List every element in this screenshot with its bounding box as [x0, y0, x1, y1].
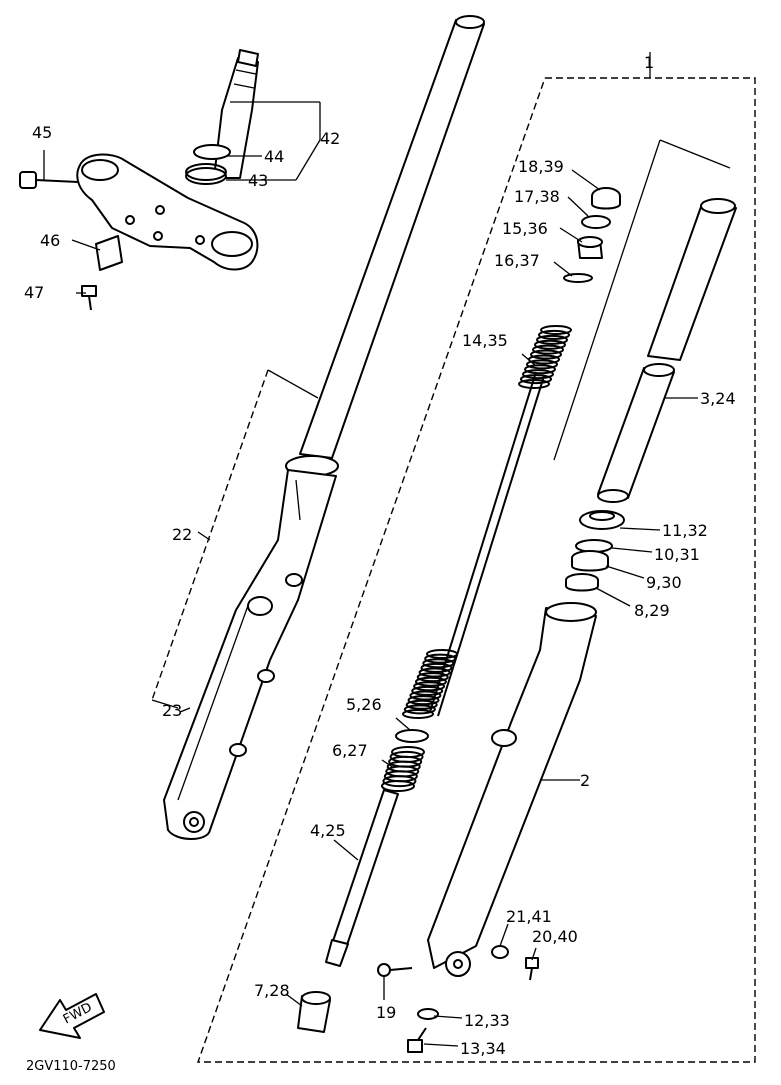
spring-coil: [536, 334, 568, 345]
spring-coil: [420, 662, 453, 673]
label-47: 47: [24, 283, 44, 302]
spring-coil: [407, 695, 440, 706]
left-fork-leg: [163, 15, 485, 840]
assembly-1-outline: [197, 52, 756, 1063]
right-fork-leg: [377, 198, 737, 1053]
label-45: 45: [32, 123, 52, 142]
spring-coil: [422, 658, 455, 669]
spring-coil: [381, 780, 415, 792]
label-10-31: 10,31: [654, 545, 700, 564]
spring-coil: [532, 344, 564, 355]
spring-coil: [426, 649, 458, 659]
fwd-direction-arrow: FWD: [39, 993, 105, 1039]
label-22: 22: [172, 525, 192, 544]
label-14-35: 14,35: [462, 331, 508, 350]
label-16-37: 16,37: [494, 251, 540, 270]
spring-coil: [540, 325, 572, 335]
spring-coil: [414, 676, 447, 687]
label-18-39: 18,39: [518, 157, 564, 176]
spring-coil: [411, 685, 444, 696]
spring-coil: [418, 667, 451, 678]
label-13-34: 13,34: [460, 1039, 506, 1058]
steering-stem-under-bracket: [19, 49, 259, 311]
label-46: 46: [40, 231, 60, 250]
spring-coil: [522, 369, 554, 380]
label-21-41: 21,41: [506, 907, 552, 926]
spring-coil: [526, 359, 558, 370]
label-5-26: 5,26: [346, 695, 382, 714]
spring-coil: [409, 690, 442, 701]
diagram-code: 2GV110-7250: [26, 1059, 116, 1074]
label-7-28: 7,28: [254, 981, 290, 1000]
label-23: 23: [162, 701, 182, 720]
label-11-32: 11,32: [662, 521, 708, 540]
label-9-30: 9,30: [646, 573, 682, 592]
label-15-36: 15,36: [502, 219, 548, 238]
leader-lines: [43, 101, 731, 1047]
part-labels: 1 2 3,24 4,25 5,26 6,27 7,28 8,29 9,30 1…: [24, 53, 736, 1074]
spring-coil: [518, 379, 550, 389]
label-2: 2: [580, 771, 590, 790]
label-17-38: 17,38: [514, 187, 560, 206]
spring-coil: [538, 329, 570, 340]
spring-coil: [524, 364, 556, 375]
assembly-22-outline: [151, 369, 319, 709]
label-42: 42: [320, 129, 340, 148]
spring-coil: [413, 681, 446, 692]
spring-coil: [534, 339, 566, 350]
label-12-33: 12,33: [464, 1011, 510, 1030]
label-44: 44: [264, 147, 284, 166]
spring-coil: [382, 775, 417, 788]
spring-coil: [402, 709, 434, 719]
label-6-27: 6,27: [332, 741, 368, 760]
label-19: 19: [376, 1003, 396, 1022]
spring-coil: [530, 349, 562, 360]
label-43: 43: [248, 171, 268, 190]
spring-coil: [403, 704, 436, 715]
label-3-24: 3,24: [700, 389, 736, 408]
label-1: 1: [644, 53, 654, 72]
spring-coil: [416, 672, 449, 683]
spring-coil: [424, 653, 457, 664]
spring-coil: [405, 699, 438, 710]
label-8-29: 8,29: [634, 601, 670, 620]
label-20-40: 20,40: [532, 927, 578, 946]
spring-coil: [520, 374, 552, 385]
label-4-25: 4,25: [310, 821, 346, 840]
fork-inner-parts: [297, 187, 621, 1033]
